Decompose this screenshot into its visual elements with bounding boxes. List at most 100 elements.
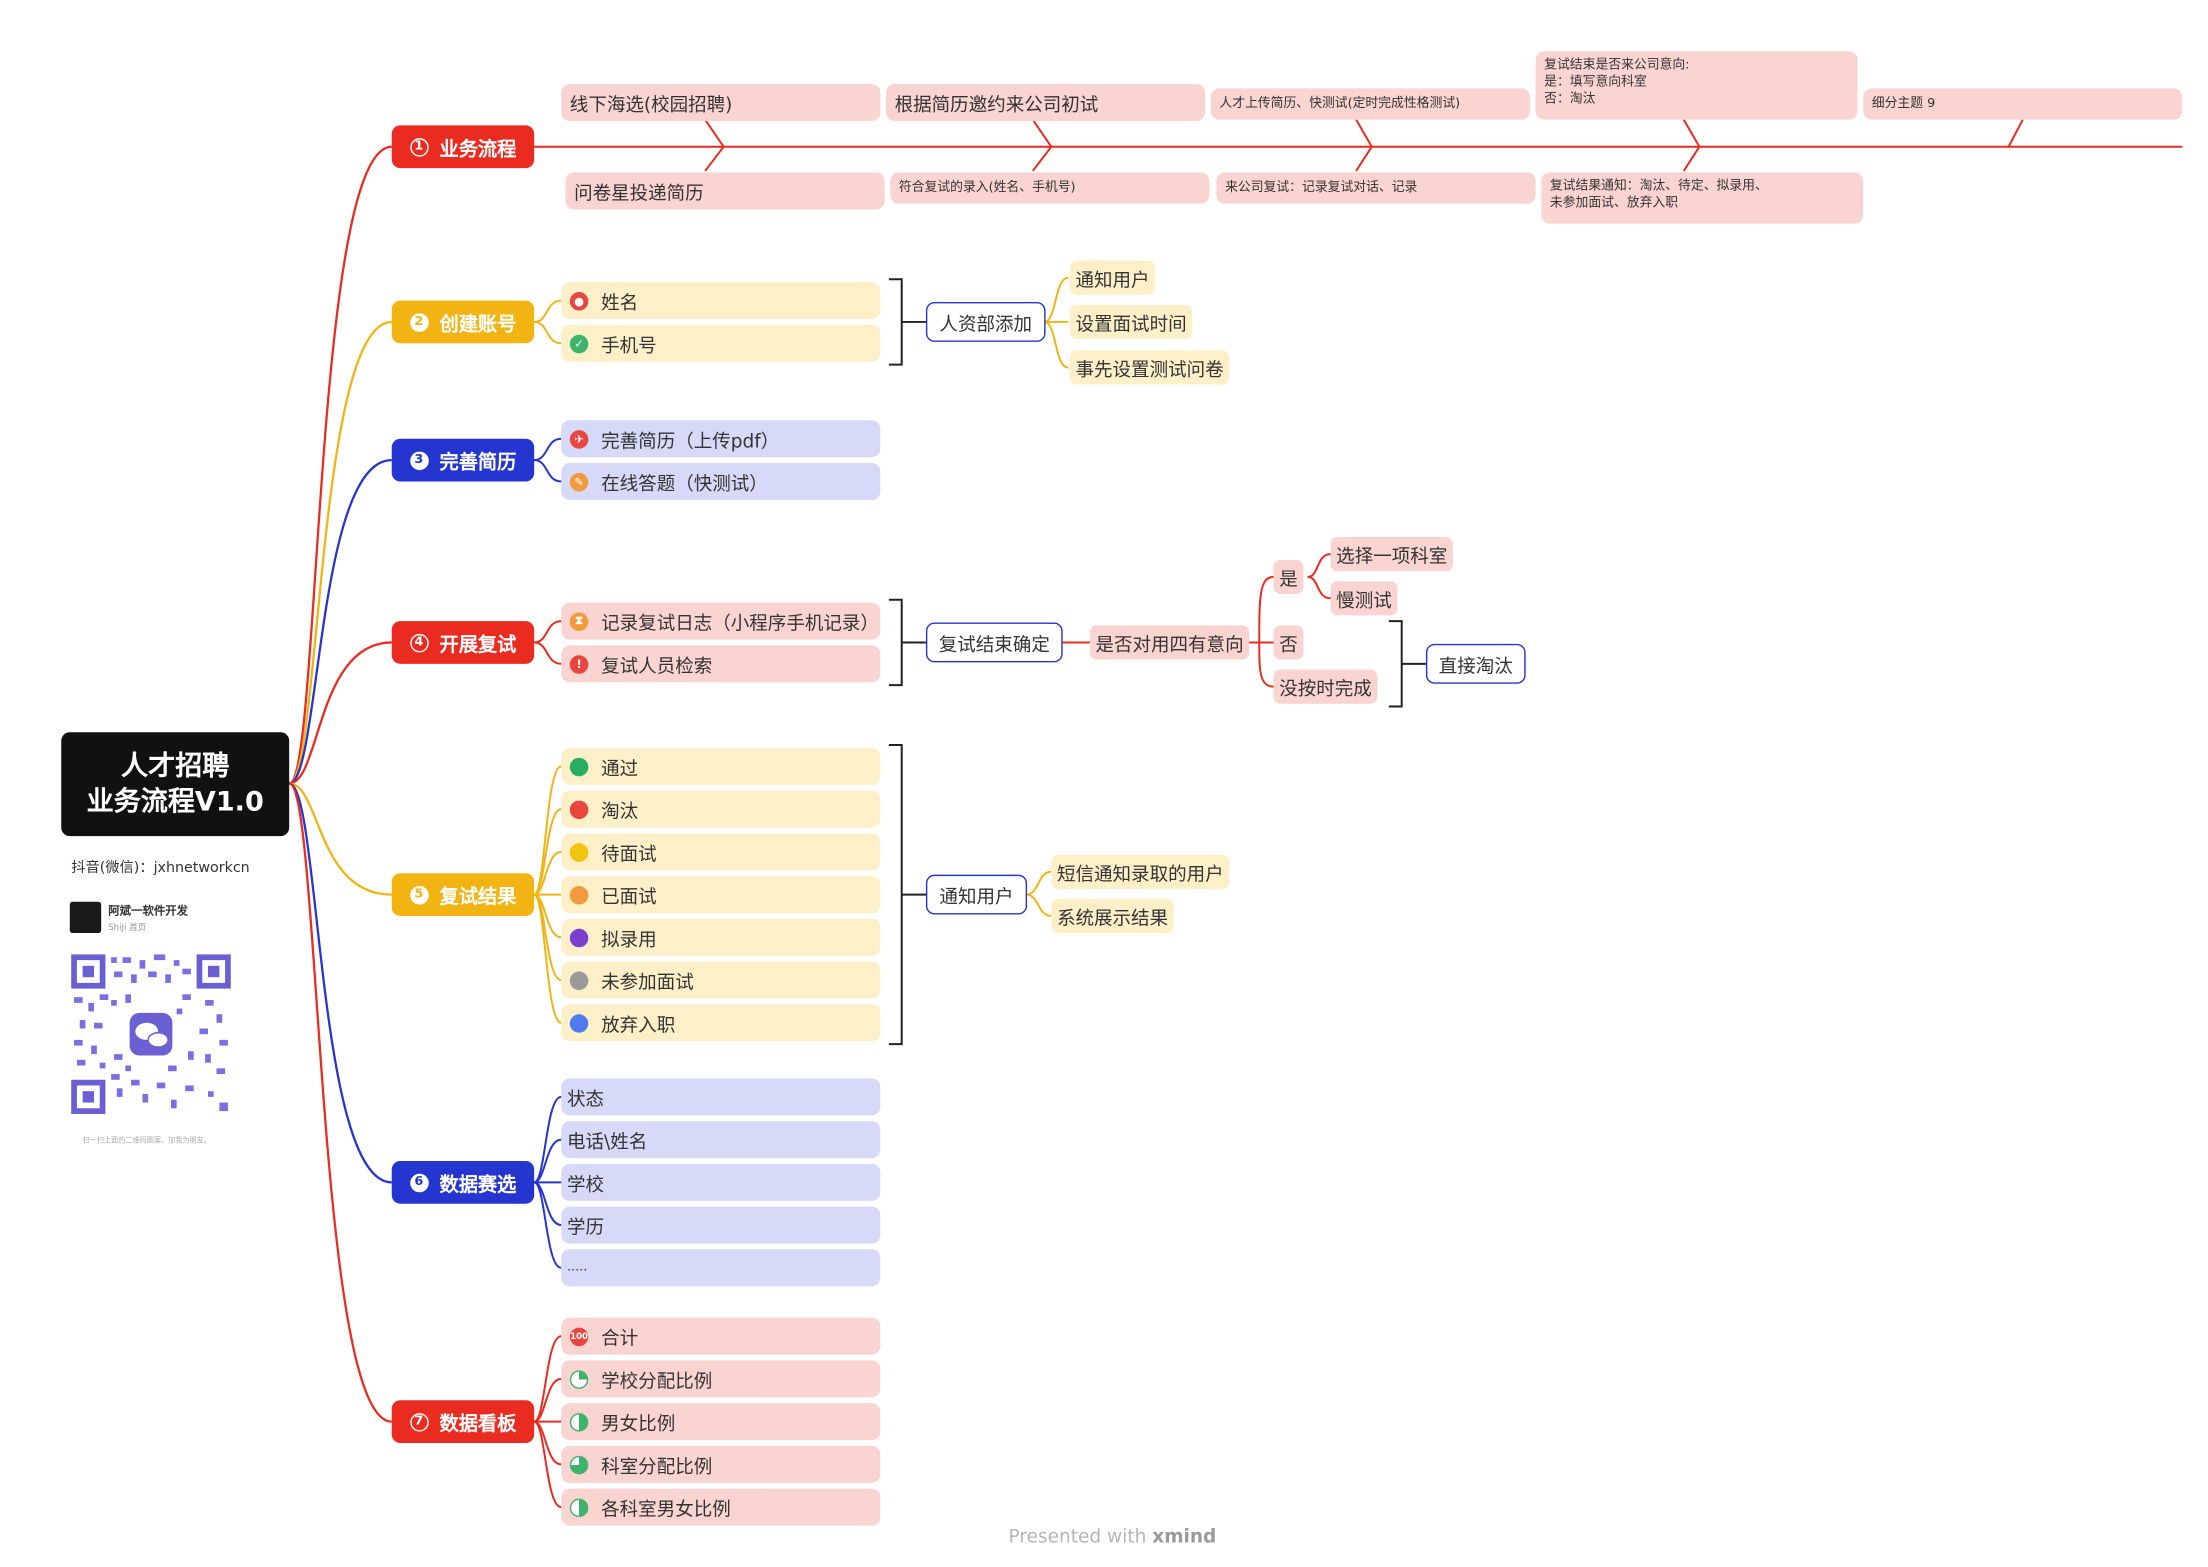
branch-label: 数据看板	[439, 1413, 517, 1436]
branch-label: 数据赛选	[439, 1173, 517, 1197]
flow-top-3[interactable]: 人才上传简历、快测试(定时完成性格测试)	[1210, 88, 1530, 120]
resume-item-upload[interactable]: ✈ 完善简历（上传pdf）	[561, 420, 881, 458]
flow-bottom-1[interactable]: 问卷星投递简历	[565, 172, 885, 210]
group-notify-user[interactable]: 通知用户	[925, 874, 1028, 915]
item-label: 手机号	[601, 335, 657, 357]
result-item-absent[interactable]: 未参加面试	[561, 961, 881, 999]
retest-timeout[interactable]: 没按时完成	[1273, 669, 1378, 704]
filter-item-more[interactable]: .....	[561, 1249, 881, 1287]
filter-item-status[interactable]: 状态	[561, 1078, 881, 1116]
filter-item-education[interactable]: 学历	[561, 1206, 881, 1244]
blue-dot-icon	[569, 1013, 589, 1033]
group-retest-confirm[interactable]: 复试结束确定	[925, 622, 1063, 663]
qr-caption: 扫一扫上面的二维码图案，加我为朋友。	[82, 1136, 211, 1146]
number-badge-4: 4	[409, 633, 429, 652]
filter-item-school[interactable]: 学校	[561, 1163, 881, 1201]
hourglass-icon: ⧗	[569, 611, 589, 631]
retest-item-search[interactable]: ! 复试人员检索	[561, 645, 881, 683]
branch-label: 开展复试	[439, 633, 517, 657]
account-sub-notify[interactable]: 通知用户	[1069, 260, 1156, 295]
wechat-qr-code	[68, 951, 234, 1117]
group-hr-add[interactable]: 人资部添加	[925, 301, 1046, 342]
account-sub-interview-time[interactable]: 设置面试时间	[1069, 304, 1193, 340]
branch-create-account[interactable]: 2 创建账号	[391, 300, 535, 344]
branch-label: 完善简历	[439, 451, 517, 475]
root-title-line2: 业务流程V1.0	[86, 785, 264, 817]
yellow-dot-icon	[569, 842, 589, 862]
outcome-direct-eliminate[interactable]: 直接淘汰	[1425, 643, 1526, 684]
branch-complete-resume[interactable]: 3 完善简历	[391, 438, 535, 482]
flow-top-4[interactable]: 复试结束是否来公司意向: 是：填写意向科室 否：淘汰	[1535, 51, 1858, 120]
flow-bottom-3[interactable]: 来公司复试：记录复试对话、记录	[1216, 172, 1536, 204]
retest-question[interactable]: 是否对用四有意向	[1089, 625, 1250, 660]
item-label: 姓名	[601, 292, 639, 315]
branch-retest[interactable]: 4 开展复试	[391, 621, 535, 664]
resume-item-quiz[interactable]: ✎ 在线答题（快测试）	[561, 462, 881, 500]
number-badge-1: 1	[409, 137, 429, 156]
item-label: 通过	[601, 758, 639, 780]
item-label: 淘汰	[601, 801, 639, 823]
dashboard-item-school-ratio[interactable]: 学校分配比例	[561, 1360, 881, 1398]
retest-item-log[interactable]: ⧗ 记录复试日志（小程序手机记录）	[561, 602, 881, 640]
retest-yes-choose-dept[interactable]: 选择一项科室	[1330, 537, 1454, 572]
progress-split-icon	[569, 1497, 589, 1517]
purple-dot-icon	[569, 928, 589, 947]
retest-no[interactable]: 否	[1273, 625, 1304, 660]
branch-business-flow[interactable]: 1 业务流程	[391, 125, 535, 169]
item-label: 男女比例	[601, 1413, 676, 1436]
retest-yes-slow-test[interactable]: 慢测试	[1330, 581, 1398, 616]
author-contact: 抖音(微信)：jxhnetworkcn	[71, 860, 250, 877]
root-topic[interactable]: 人才招聘 业务流程V1.0	[61, 732, 290, 837]
flow-top-1[interactable]: 线下海选(校园招聘)	[561, 84, 881, 122]
author-profile-sub: ShiJi 首页	[108, 923, 147, 934]
result-sub-sms[interactable]: 短信通知录取的用户	[1051, 854, 1230, 889]
account-item-phone[interactable]: ✓ 手机号	[561, 324, 881, 362]
item-label: 已面试	[601, 886, 657, 909]
result-item-interviewed[interactable]: 已面试	[561, 876, 881, 914]
branch-label: 业务流程	[439, 138, 517, 161]
branch-data-dashboard[interactable]: 7 数据看板	[391, 1400, 535, 1444]
root-title-line1: 人才招聘	[121, 749, 230, 782]
number-badge-7: 7	[409, 1412, 429, 1431]
account-sub-questionnaire[interactable]: 事先设置测试问卷	[1069, 350, 1230, 385]
number-badge-5: 5	[409, 885, 429, 904]
result-item-to-hire[interactable]: 拟录用	[561, 918, 881, 956]
flow-bottom-2[interactable]: 符合复试的录入(姓名、手机号)	[890, 172, 1210, 204]
branch-retest-result[interactable]: 5 复试结果	[391, 873, 535, 916]
item-label: 记录复试日志（小程序手机记录）	[601, 613, 879, 635]
item-label: 完善简历（上传pdf）	[601, 430, 780, 453]
dashboard-item-dept-ratio[interactable]: 科室分配比例	[561, 1445, 881, 1483]
filter-item-phone-name[interactable]: 电话\姓名	[561, 1121, 881, 1159]
result-item-pending[interactable]: 待面试	[561, 833, 881, 871]
flow-top-5[interactable]: 细分主题 9	[1863, 88, 2183, 120]
item-label: 各科室男女比例	[601, 1499, 731, 1521]
item-label: 学校分配比例	[601, 1371, 713, 1393]
flow-bottom-4[interactable]: 复试结果通知：淘汰、待定、拟录用、 未参加面试、放弃入职	[1541, 172, 1864, 224]
branch-label: 创建账号	[439, 313, 517, 337]
number-badge-3: 3	[409, 450, 429, 470]
alert-icon: !	[569, 654, 589, 674]
account-item-name[interactable]: ● 姓名	[561, 282, 881, 320]
branch-label: 复试结果	[439, 886, 517, 909]
progress-three-quarter-icon	[569, 1455, 589, 1474]
flow-top-2[interactable]: 根据简历邀约来公司初试	[886, 84, 1206, 122]
user-icon: ●	[569, 291, 589, 310]
branch-data-filter[interactable]: 6 数据赛选	[391, 1160, 535, 1204]
result-item-pass[interactable]: 通过	[561, 747, 881, 785]
result-item-declined[interactable]: 放弃入职	[561, 1004, 881, 1042]
dashboard-item-dept-gender[interactable]: 各科室男女比例	[561, 1488, 881, 1526]
retest-yes[interactable]: 是	[1273, 559, 1304, 595]
result-item-eliminate[interactable]: 淘汰	[561, 790, 881, 828]
author-profile-name: 阿斌一软件开发	[108, 904, 189, 918]
number-badge-2: 2	[409, 312, 429, 332]
item-label: 合计	[601, 1328, 639, 1350]
gray-dot-icon	[569, 970, 589, 990]
progress-half-icon	[569, 1412, 589, 1431]
dashboard-item-total[interactable]: 100 合计	[561, 1317, 881, 1355]
result-sub-system[interactable]: 系统展示结果	[1051, 898, 1174, 934]
item-label: 复试人员检索	[601, 655, 713, 678]
author-avatar	[69, 901, 102, 934]
dashboard-item-gender-ratio[interactable]: 男女比例	[561, 1403, 881, 1441]
